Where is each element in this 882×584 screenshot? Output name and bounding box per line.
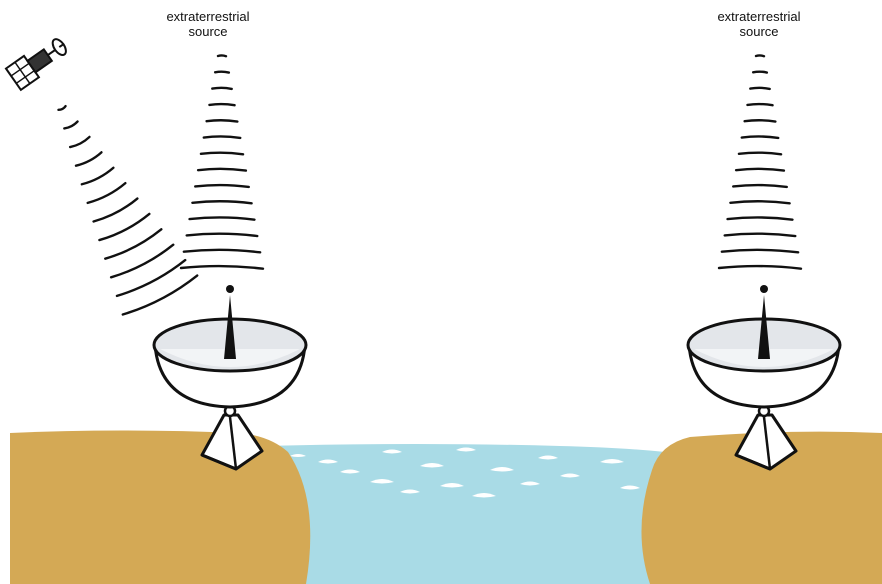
signal-wave-arc bbox=[82, 168, 114, 185]
signal-wave-arc bbox=[739, 153, 781, 155]
right-source-label-line1: extraterrestrial bbox=[689, 9, 829, 24]
signal-wave-arc bbox=[88, 183, 126, 203]
signal-wave-arc bbox=[209, 104, 234, 105]
left-source-label-line1: extraterrestrial bbox=[138, 9, 278, 24]
right-source-label-line2: source bbox=[689, 24, 829, 39]
signal-wave-arc bbox=[58, 106, 65, 110]
signal-wave-arc bbox=[204, 136, 240, 137]
signal-wave-arc bbox=[753, 72, 767, 73]
signal-wave-arc bbox=[70, 137, 89, 147]
left-source-label-line2: source bbox=[138, 24, 278, 39]
signal-wave-arc bbox=[64, 122, 77, 129]
signal-wave-arc bbox=[192, 201, 251, 203]
left-source-signal-waves bbox=[181, 55, 263, 268]
signal-wave-arc bbox=[719, 266, 801, 269]
signal-wave-arc bbox=[111, 245, 173, 278]
right-source-signal-waves bbox=[719, 55, 801, 268]
signal-wave-arc bbox=[756, 55, 764, 56]
signal-wave-arc bbox=[725, 234, 796, 236]
signal-wave-arc bbox=[730, 201, 789, 203]
signal-wave-arc bbox=[195, 185, 249, 187]
left-land bbox=[10, 431, 310, 584]
right-source-label: extraterrestrial source bbox=[689, 9, 829, 39]
left-source-label: extraterrestrial source bbox=[138, 9, 278, 39]
signal-wave-arc bbox=[190, 217, 255, 219]
signal-wave-arc bbox=[181, 266, 263, 269]
signal-wave-arc bbox=[722, 250, 798, 252]
signal-wave-arc bbox=[728, 217, 793, 219]
signal-wave-arc bbox=[207, 120, 238, 121]
signal-wave-arc bbox=[184, 250, 260, 252]
signal-wave-arc bbox=[747, 104, 772, 105]
signal-wave-arc bbox=[94, 199, 138, 222]
signal-wave-arc bbox=[212, 88, 231, 89]
signal-wave-arc bbox=[76, 152, 101, 165]
signal-wave-arc bbox=[201, 153, 243, 155]
signal-wave-arc bbox=[733, 185, 787, 187]
signal-wave-arc bbox=[198, 169, 246, 171]
signal-wave-arc bbox=[742, 136, 778, 137]
water-body bbox=[262, 444, 700, 584]
satellite-icon bbox=[6, 33, 72, 90]
satellite-signal-waves bbox=[58, 106, 197, 314]
signal-wave-arc bbox=[736, 169, 784, 171]
signal-wave-arc bbox=[218, 55, 226, 56]
signal-wave-arc bbox=[750, 88, 769, 89]
signal-wave-arc bbox=[123, 276, 197, 315]
signal-wave-arc bbox=[187, 234, 258, 236]
signal-wave-arc bbox=[215, 72, 229, 73]
signal-wave-arc bbox=[745, 120, 776, 121]
signal-wave-arc bbox=[105, 229, 161, 258]
